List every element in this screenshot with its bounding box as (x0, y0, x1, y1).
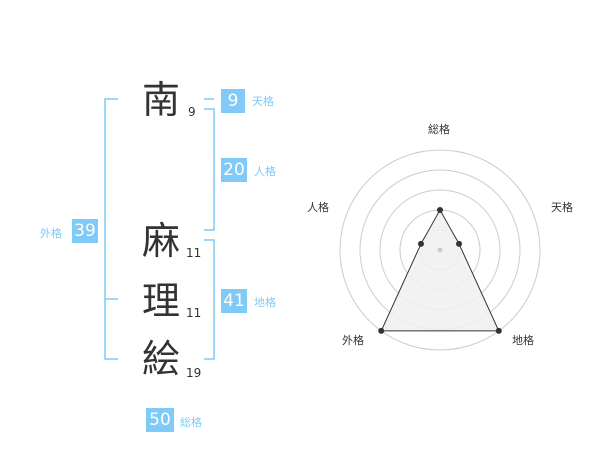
name-char-2: 麻 (142, 219, 181, 263)
name-char-2-strokes: 11 (186, 246, 202, 260)
radar-point-4 (417, 240, 424, 247)
radar-label-jinkaku: 人格 (307, 201, 329, 214)
radar-point-0 (437, 207, 443, 213)
jinkaku-bracket (204, 108, 215, 231)
gaikaku-bracket (104, 98, 118, 360)
name-char-3-strokes: 11 (186, 306, 202, 320)
jinkaku-label: 人格 (254, 165, 276, 178)
soukaku-label: 総格 (180, 416, 202, 429)
name-char-4: 絵 (142, 337, 181, 381)
tenkaku-label: 天格 (252, 95, 274, 108)
name-char-1: 南 (142, 78, 181, 122)
radar-center-dot (437, 247, 443, 253)
radar-point-1 (456, 240, 463, 247)
radar-ring-5 (339, 149, 541, 351)
radar-label-chikaku: 地格 (512, 334, 534, 347)
name-char-3: 理 (142, 279, 181, 323)
soukaku-value: 50 (146, 408, 174, 432)
radar-label-gaikaku: 外格 (342, 334, 364, 347)
tenkaku-value: 9 (221, 89, 245, 113)
jinkaku-value: 20 (221, 158, 247, 182)
chikaku-value: 41 (221, 289, 247, 313)
gaikaku-label: 外格 (40, 227, 62, 240)
radar-series-polygon (380, 208, 500, 332)
radar-point-2 (495, 327, 502, 334)
name-char-4-strokes: 19 (186, 366, 202, 380)
chikaku-bracket (204, 239, 215, 360)
radar-point-3 (378, 327, 385, 334)
radar-label-soukaku: 総格 (428, 123, 450, 136)
gaikaku-value: 39 (72, 219, 98, 243)
radar-label-tenkaku: 天格 (551, 201, 573, 214)
chikaku-label: 地格 (254, 296, 276, 309)
name-char-1-strokes: 9 (188, 105, 196, 119)
